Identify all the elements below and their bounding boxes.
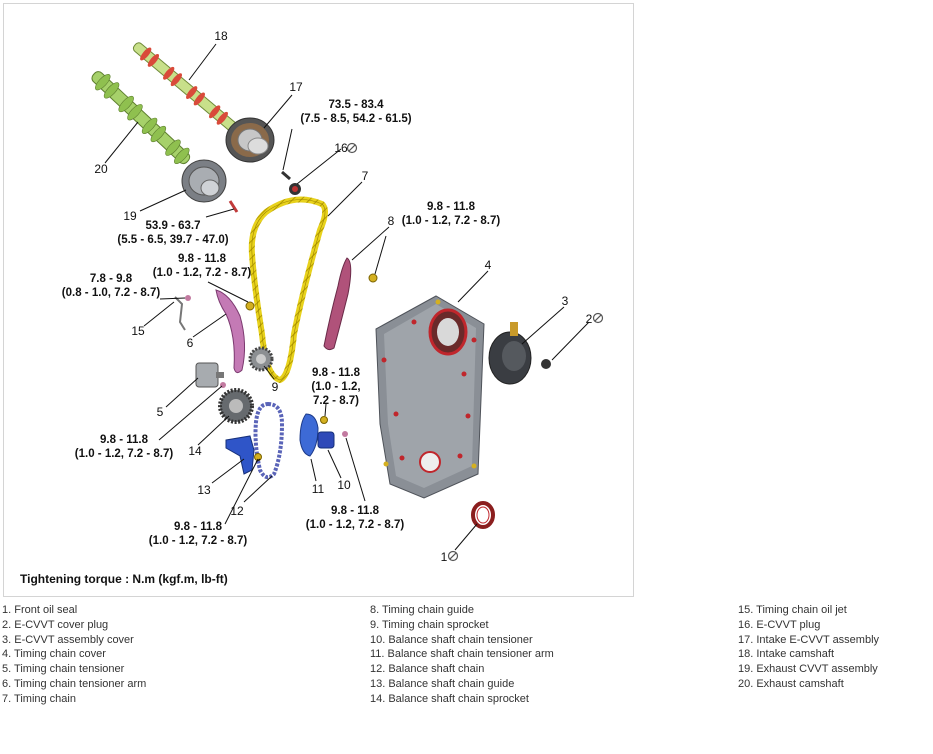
bolt-19 (228, 200, 239, 213)
legend-item: 15. Timing chain oil jet (738, 604, 847, 616)
do-not-reuse-icon (447, 550, 459, 562)
timing-chain-tensioner-arm (215, 289, 246, 374)
legend-item: 6. Timing chain tensioner arm (2, 677, 147, 690)
callout-16: 16 (334, 141, 348, 155)
torque-8-value: 9.8 - 11.8 (427, 201, 476, 213)
torque-specs: 73.5 - 83.4 (7.5 - 8.5, 54.2 - 61.5) 53.… (62, 99, 501, 547)
torque-19-value: 53.9 - 63.7 (146, 220, 201, 232)
exhaust-camshaft (91, 71, 191, 165)
ecvvt-assembly-cover (488, 322, 532, 385)
legend-column-3: 15. Timing chain oil jet 16. E-CVVT plug… (738, 603, 928, 692)
torque-5-value: 9.8 - 11.8 (100, 434, 149, 446)
callout-4: 4 (485, 258, 492, 272)
torque-5-units: (1.0 - 1.2, 7.2 - 8.7) (75, 448, 174, 460)
torque-10-value: 9.8 - 11.8 (331, 505, 380, 517)
torque-10-units: (1.0 - 1.2, 7.2 - 8.7) (306, 519, 405, 531)
timing-chain-tensioner (195, 362, 224, 388)
diagram-canvas: 18 17 16 20 19 7 8 4 3 2 15 6 9 5 14 13 … (62, 29, 604, 564)
intake-camshaft (132, 42, 237, 132)
torque-17-units: (7.5 - 8.5, 54.2 - 61.5) (300, 113, 411, 125)
callout-13: 13 (197, 483, 211, 497)
legend-item: 1. Front oil seal (2, 604, 78, 616)
ecvvt-plug (289, 183, 301, 195)
callout-numbers: 18 17 16 20 19 7 8 4 3 2 15 6 9 5 14 13 … (94, 29, 592, 564)
front-oil-seal (471, 501, 495, 529)
legend-item: 14. Balance shaft chain sprocket (370, 692, 529, 705)
torque-13-units: (1.0 - 1.2, 7.2 - 8.7) (149, 535, 248, 547)
callout-19: 19 (123, 209, 137, 223)
legend-item: 4. Timing chain cover (2, 648, 106, 661)
torque-15-value: 7.8 - 9.8 (90, 273, 133, 285)
legend-item: 17. Intake E-CVVT assembly (738, 633, 880, 646)
legend-item: 20. Exhaust camshaft (738, 677, 844, 690)
exhaust-cvvt-assembly (181, 159, 227, 203)
torque-units-caption: Tightening torque : N.m (kgf.m, lb-ft) (20, 572, 228, 586)
timing-chain (248, 196, 328, 384)
balance-shaft-chain-sprocket (218, 388, 254, 424)
callout-10: 10 (337, 478, 351, 492)
legend-item: 5. Timing chain tensioner (2, 663, 125, 676)
callout-12: 12 (230, 504, 244, 518)
callout-2: 2 (586, 312, 593, 326)
legend-item: 8. Timing chain guide (370, 604, 474, 616)
legend-item: 19. Exhaust CVVT assembly (738, 663, 878, 676)
callout-1: 1 (441, 550, 448, 564)
timing-chain-sprocket (248, 346, 274, 372)
callout-6: 6 (187, 336, 194, 350)
bolt-8 (368, 273, 378, 283)
leader-lines (104, 43, 590, 551)
callout-20: 20 (94, 162, 108, 176)
timing-chain-oil-jet (174, 295, 191, 331)
balance-shaft-chain-tensioner-arm (299, 413, 319, 457)
legend-column-2: 8. Timing chain guide 9. Timing chain sp… (370, 603, 710, 707)
callout-5: 5 (157, 405, 164, 419)
legend-item: 16. E-CVVT plug (738, 618, 821, 631)
legend-item: 13. Balance shaft chain guide (370, 677, 515, 690)
torque-11-value: 9.8 - 11.8 (312, 367, 361, 379)
callout-18: 18 (214, 29, 228, 43)
bolt-17 (281, 170, 291, 181)
balance-shaft-chain (253, 401, 285, 480)
torque-11-units-1: (1.0 - 1.2, (311, 381, 360, 393)
do-not-reuse-icon (592, 312, 604, 324)
balance-shaft-chain-tensioner (317, 431, 348, 449)
legend-item: 18. Intake camshaft (738, 648, 834, 661)
legend-column-1: 1. Front oil seal 2. E-CVVT cover plug 3… (2, 603, 342, 707)
exploded-view-diagram: 18 17 16 20 19 7 8 4 3 2 15 6 9 5 14 13 … (3, 3, 634, 597)
intake-ecvvt-assembly (225, 117, 275, 163)
callout-15: 15 (131, 324, 145, 338)
legend-item: 9. Timing chain sprocket (370, 618, 489, 631)
legend-item: 11. Balance shaft chain tensioner arm (370, 648, 554, 661)
timing-chain-cover (375, 295, 485, 499)
legend-item: 12. Balance shaft chain (370, 663, 485, 676)
legend-item: 3. E-CVVT assembly cover (2, 633, 134, 646)
torque-19-units: (5.5 - 6.5, 39.7 - 47.0) (117, 234, 228, 246)
callout-14: 14 (188, 444, 202, 458)
callout-9: 9 (272, 380, 279, 394)
timing-chain-guide (323, 257, 352, 351)
legend-item: 10. Balance shaft chain tensioner (370, 633, 533, 646)
balance-shaft-chain-guide (225, 435, 255, 475)
torque-13-value: 9.8 - 11.8 (174, 521, 223, 533)
callout-11: 11 (312, 482, 325, 496)
legend-item: 7. Timing chain (2, 692, 76, 705)
torque-6-units: (1.0 - 1.2, 7.2 - 8.7) (153, 267, 252, 279)
torque-15-units: (0.8 - 1.0, 7.2 - 8.7) (62, 287, 161, 299)
do-not-reuse-icon (346, 142, 358, 154)
torque-11-units-2: 7.2 - 8.7) (313, 395, 359, 407)
callout-3: 3 (562, 294, 569, 308)
callout-7: 7 (362, 169, 369, 183)
torque-6-value: 9.8 - 11.8 (178, 253, 227, 265)
bolt-6 (245, 301, 255, 311)
torque-17-value: 73.5 - 83.4 (329, 99, 385, 111)
bolt-11 (320, 416, 328, 424)
ecvvt-cover-plug (541, 359, 551, 369)
callout-8: 8 (388, 214, 395, 228)
torque-8-units: (1.0 - 1.2, 7.2 - 8.7) (402, 215, 501, 227)
callout-17: 17 (289, 80, 303, 94)
legend-item: 2. E-CVVT cover plug (2, 618, 109, 631)
